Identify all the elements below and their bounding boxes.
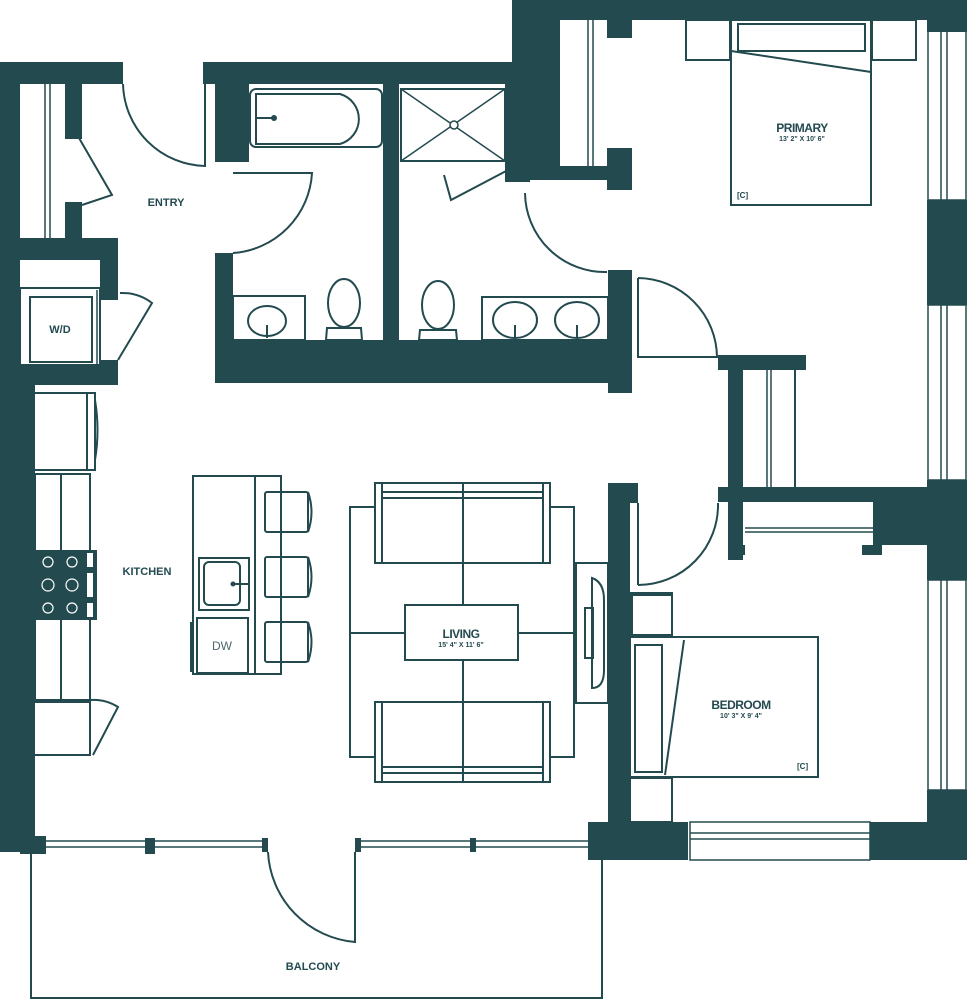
room-label-entry: ENTRY xyxy=(147,197,185,209)
kitchen-fixtures xyxy=(19,287,313,756)
balcony xyxy=(30,852,603,999)
room-name: PRIMARY xyxy=(776,121,828,135)
washer-dryer-label: W/D xyxy=(49,324,71,336)
doors xyxy=(78,83,720,944)
room-label-living: LIVING 15' 4" X 11' 6" xyxy=(438,627,483,649)
closet-tag-primary: [C] xyxy=(737,191,749,200)
living-furniture xyxy=(349,482,673,783)
bathroom-fixtures xyxy=(232,88,609,341)
walls xyxy=(0,0,967,860)
room-name: BEDROOM xyxy=(711,698,771,712)
room-label-balcony: BALCONY xyxy=(285,961,341,973)
room-label-primary: PRIMARY 13' 2" X 10' 6" xyxy=(776,121,828,143)
room-dimensions: 13' 2" X 10' 6" xyxy=(779,136,825,143)
room-label-bedroom: BEDROOM 10' 3" X 9' 4" xyxy=(711,698,771,720)
dishwasher-label: DW xyxy=(212,639,232,653)
closet-tag-bedroom: [C] xyxy=(797,762,809,771)
room-dimensions: 10' 3" X 9' 4" xyxy=(720,713,762,720)
room-name: LIVING xyxy=(442,627,480,641)
bedroom-furniture xyxy=(629,19,917,823)
room-label-kitchen: KITCHEN xyxy=(122,566,172,578)
room-dimensions: 15' 4" X 11' 6" xyxy=(438,642,484,649)
windows xyxy=(44,20,967,861)
